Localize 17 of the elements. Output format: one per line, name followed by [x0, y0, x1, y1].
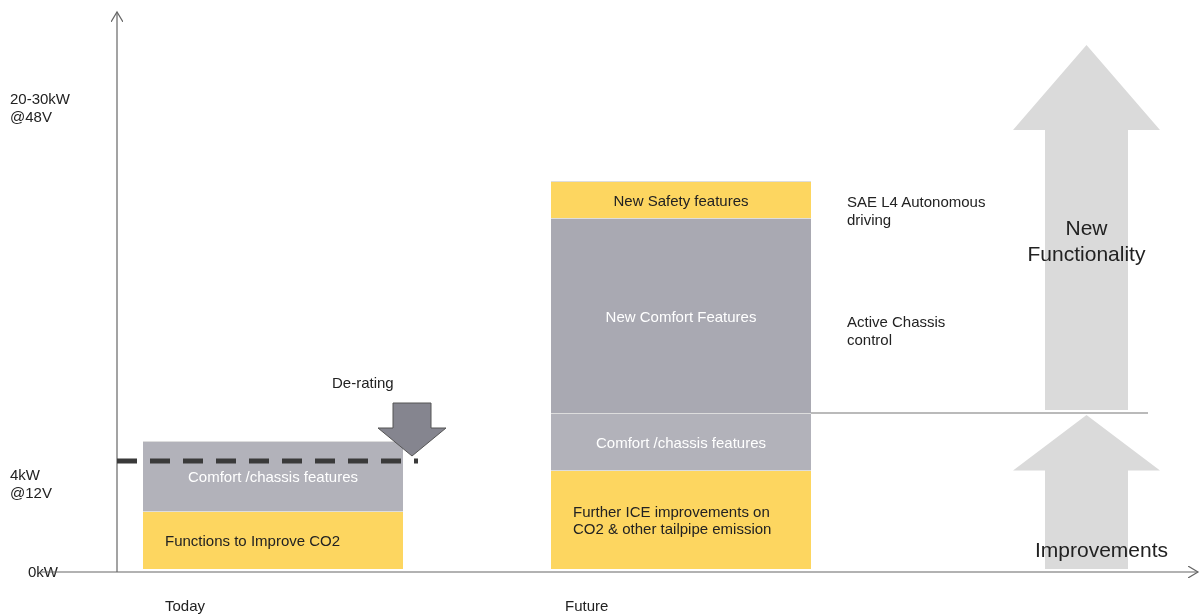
feature-note: Active Chassis control [847, 313, 947, 349]
stacked-block: Functions to Improve CO2 [143, 511, 403, 569]
stacked-block: New Comfort Features [551, 218, 811, 413]
arrow-label: Improvements [1033, 537, 1169, 563]
stacked-block: Comfort /chassis features [551, 413, 811, 470]
axis-label: 20-30kW @48V [10, 90, 72, 126]
axis-label: Today [165, 597, 206, 615]
axis-label: 4kW @12V [10, 466, 53, 502]
stacked-block: Comfort /chassis features [143, 441, 403, 511]
axis-label: 0kW [28, 563, 58, 581]
up-arrow [1013, 45, 1160, 410]
arrow-label: New Functionality [1026, 215, 1147, 267]
arrow-label: De-rating [332, 374, 394, 392]
feature-note: SAE L4 Autonomous driving [847, 193, 987, 229]
axis-label: Future [565, 597, 609, 615]
stacked-block: Further ICE improvements on CO2 & other tailpipe emission [551, 470, 811, 569]
stacked-block: New Safety features [551, 181, 811, 218]
